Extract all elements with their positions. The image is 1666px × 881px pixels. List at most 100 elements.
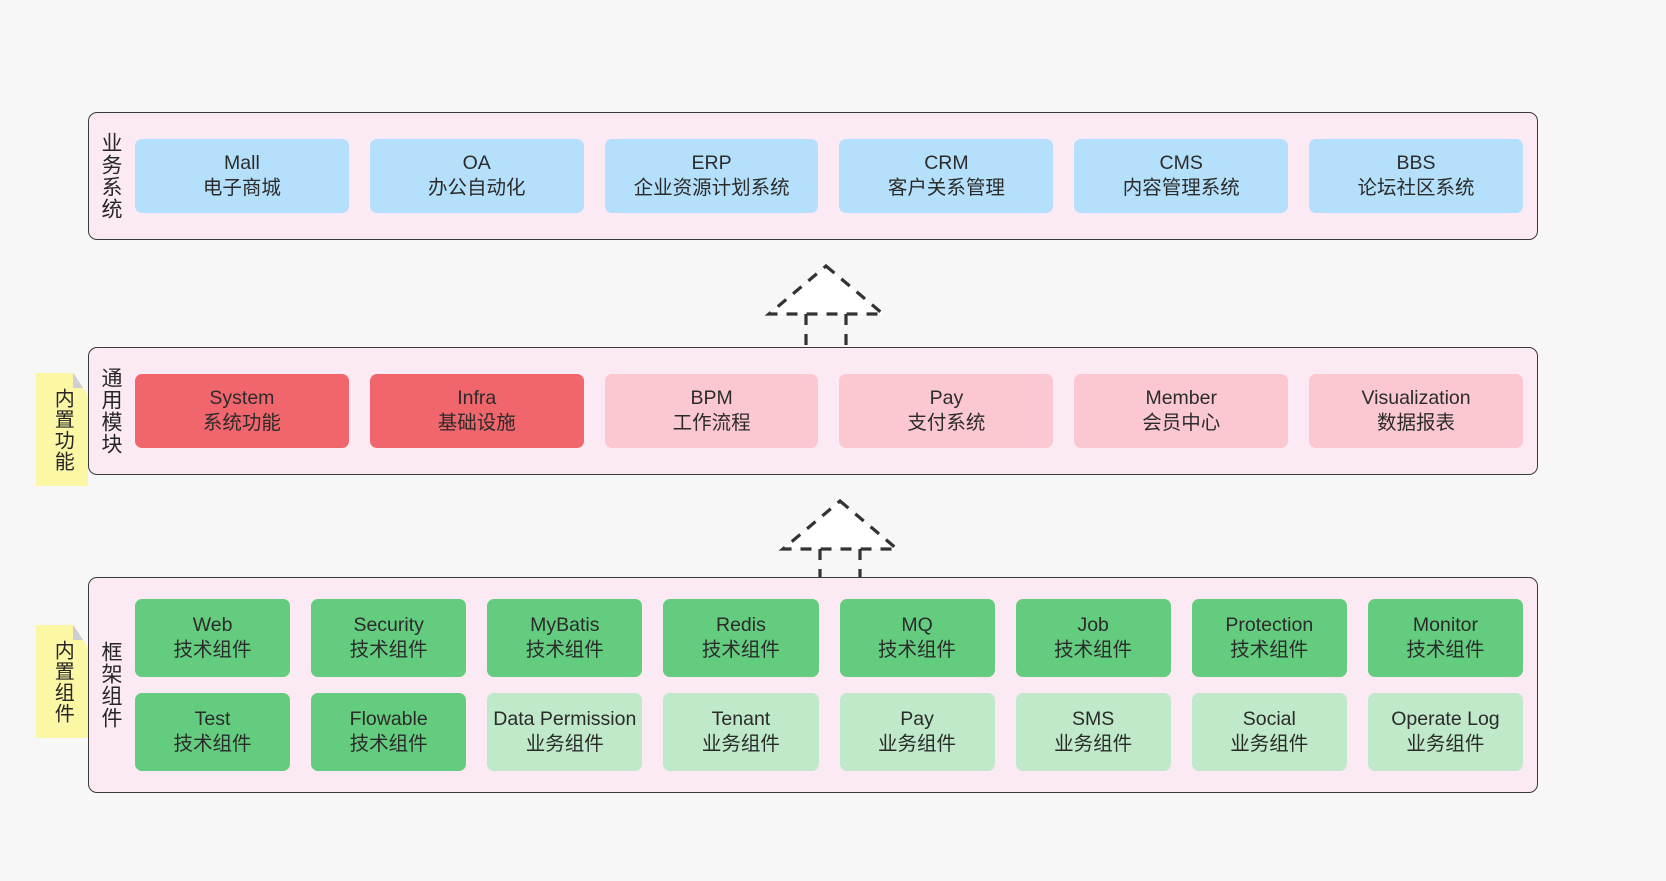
node-subtitle: 技术组件 — [349, 733, 428, 755]
node-subtitle: 技术组件 — [1054, 639, 1133, 661]
node-title: Tenant — [711, 708, 771, 731]
node-operate-log[interactable]: Operate Log 业务组件 — [1367, 693, 1523, 771]
node-title: SMS — [1072, 708, 1115, 731]
node-title: MQ — [901, 614, 933, 637]
layer-framework-component: 框架组件 Web 技术组件 Security 技术组件 MyBatis 技术组件… — [88, 577, 1538, 793]
note-builtin-components: 内置组件 — [36, 625, 88, 738]
node-title: Pay — [929, 387, 964, 410]
node-monitor[interactable]: Monitor 技术组件 — [1367, 599, 1523, 677]
node-redis[interactable]: Redis 技术组件 — [663, 599, 819, 677]
node-title: Infra — [457, 387, 497, 410]
layer-label-framework-component: 框架组件 — [98, 641, 122, 729]
node-subtitle: 电子商城 — [202, 177, 281, 199]
connector-build-arrow — [764, 263, 888, 358]
note-builtin-features: 内置功能 — [36, 373, 88, 486]
node-title: ERP — [691, 152, 732, 175]
node-title: Security — [353, 614, 424, 637]
node-title: CRM — [924, 152, 969, 175]
node-title: OA — [462, 152, 491, 175]
node-sms[interactable]: SMS 业务组件 — [1015, 693, 1171, 771]
node-title: Operate Log — [1391, 708, 1500, 731]
node-subtitle: 企业资源计划系统 — [633, 177, 790, 199]
node-subtitle: 业务组件 — [1230, 733, 1309, 755]
node-title: System — [209, 387, 275, 410]
node-subtitle: 技术组件 — [525, 639, 604, 661]
note-fold-corner-icon — [73, 625, 88, 640]
node-erp[interactable]: ERP 企业资源计划系统 — [604, 139, 819, 213]
node-system[interactable]: System 系统功能 — [135, 374, 349, 448]
node-tenant[interactable]: Tenant 业务组件 — [663, 693, 819, 771]
node-bbs[interactable]: BBS 论坛社区系统 — [1309, 139, 1523, 213]
node-oa[interactable]: OA 办公自动化 — [369, 139, 584, 213]
note-label: 内置组件 — [51, 639, 74, 724]
note-fold-corner-icon — [73, 373, 88, 388]
node-cms[interactable]: CMS 内容管理系统 — [1074, 139, 1289, 213]
node-subtitle: 技术组件 — [1406, 639, 1485, 661]
node-subtitle: 会员中心 — [1142, 412, 1221, 434]
node-mall[interactable]: Mall 电子商城 — [135, 139, 349, 213]
node-flowable[interactable]: Flowable 技术组件 — [311, 693, 467, 771]
node-social[interactable]: Social 业务组件 — [1191, 693, 1347, 771]
node-pay[interactable]: Pay 支付系统 — [839, 374, 1054, 448]
node-mybatis[interactable]: MyBatis 技术组件 — [487, 599, 643, 677]
node-title: Member — [1145, 387, 1217, 410]
node-member[interactable]: Member 会员中心 — [1074, 374, 1289, 448]
node-subtitle: 技术组件 — [173, 733, 252, 755]
node-subtitle: 客户关系管理 — [887, 177, 1005, 199]
layer-common-module: 通用模块 System 系统功能 Infra 基础设施 BPM 工作流程 Pay… — [88, 347, 1538, 475]
node-title: Social — [1242, 708, 1296, 731]
layer-business-system: 业务系统 Mall 电子商城 OA 办公自动化 ERP 企业资源计划系统 CRM… — [88, 112, 1538, 240]
layer-body-business-system: Mall 电子商城 OA 办公自动化 ERP 企业资源计划系统 CRM 客户关系… — [131, 113, 1537, 239]
node-title: BPM — [690, 387, 733, 410]
node-subtitle: 支付系统 — [907, 412, 986, 434]
arrow-head-triangle — [778, 498, 902, 551]
node-title: Pay — [900, 708, 934, 731]
node-subtitle: 论坛社区系统 — [1357, 177, 1475, 199]
node-title: Protection — [1225, 614, 1314, 637]
node-title: Web — [192, 614, 233, 637]
note-label: 内置功能 — [51, 387, 74, 472]
node-title: Job — [1077, 614, 1109, 637]
node-subtitle: 业务组件 — [878, 733, 957, 755]
node-subtitle: 业务组件 — [1406, 733, 1485, 755]
node-title: Flowable — [349, 708, 428, 731]
layer-label-business-system: 业务系统 — [98, 132, 122, 220]
node-job[interactable]: Job 技术组件 — [1015, 599, 1171, 677]
node-subtitle: 业务组件 — [525, 733, 604, 755]
node-title: Data Permission — [493, 708, 637, 731]
layer-body-framework-component: Web 技术组件 Security 技术组件 MyBatis 技术组件 Redi… — [131, 578, 1537, 792]
node-subtitle: 技术组件 — [1230, 639, 1309, 661]
node-subtitle: 技术组件 — [349, 639, 428, 661]
node-subtitle: 技术组件 — [878, 639, 957, 661]
node-web[interactable]: Web 技术组件 — [135, 599, 291, 677]
node-subtitle: 技术组件 — [701, 639, 780, 661]
node-bpm[interactable]: BPM 工作流程 — [604, 374, 819, 448]
node-subtitle: 办公自动化 — [427, 177, 526, 199]
node-visualization[interactable]: Visualization 数据报表 — [1309, 374, 1523, 448]
arrow-head-triangle — [764, 263, 888, 316]
node-protection[interactable]: Protection 技术组件 — [1191, 599, 1347, 677]
node-infra[interactable]: Infra 基础设施 — [369, 374, 584, 448]
layer-body-common-module: System 系统功能 Infra 基础设施 BPM 工作流程 Pay 支付系统… — [131, 348, 1537, 474]
node-title: Redis — [716, 614, 766, 637]
node-security[interactable]: Security 技术组件 — [311, 599, 467, 677]
node-title: MyBatis — [530, 614, 600, 637]
node-pay-business[interactable]: Pay 业务组件 — [839, 693, 995, 771]
node-subtitle: 业务组件 — [1054, 733, 1133, 755]
row: Mall 电子商城 OA 办公自动化 ERP 企业资源计划系统 CRM 客户关系… — [135, 139, 1523, 213]
node-test[interactable]: Test 技术组件 — [135, 693, 291, 771]
node-title: Test — [194, 708, 231, 731]
node-title: BBS — [1396, 152, 1436, 175]
node-subtitle: 数据报表 — [1377, 412, 1456, 434]
row: Test 技术组件 Flowable 技术组件 Data Permission … — [135, 693, 1523, 771]
node-mq[interactable]: MQ 技术组件 — [839, 599, 995, 677]
node-title: CMS — [1159, 152, 1203, 175]
row: Web 技术组件 Security 技术组件 MyBatis 技术组件 Redi… — [135, 599, 1523, 677]
node-subtitle: 技术组件 — [173, 639, 252, 661]
node-subtitle: 内容管理系统 — [1122, 177, 1240, 199]
node-title: Monitor — [1412, 614, 1478, 637]
node-crm[interactable]: CRM 客户关系管理 — [839, 139, 1054, 213]
node-data-permission[interactable]: Data Permission 业务组件 — [487, 693, 643, 771]
node-subtitle: 基础设施 — [437, 412, 516, 434]
